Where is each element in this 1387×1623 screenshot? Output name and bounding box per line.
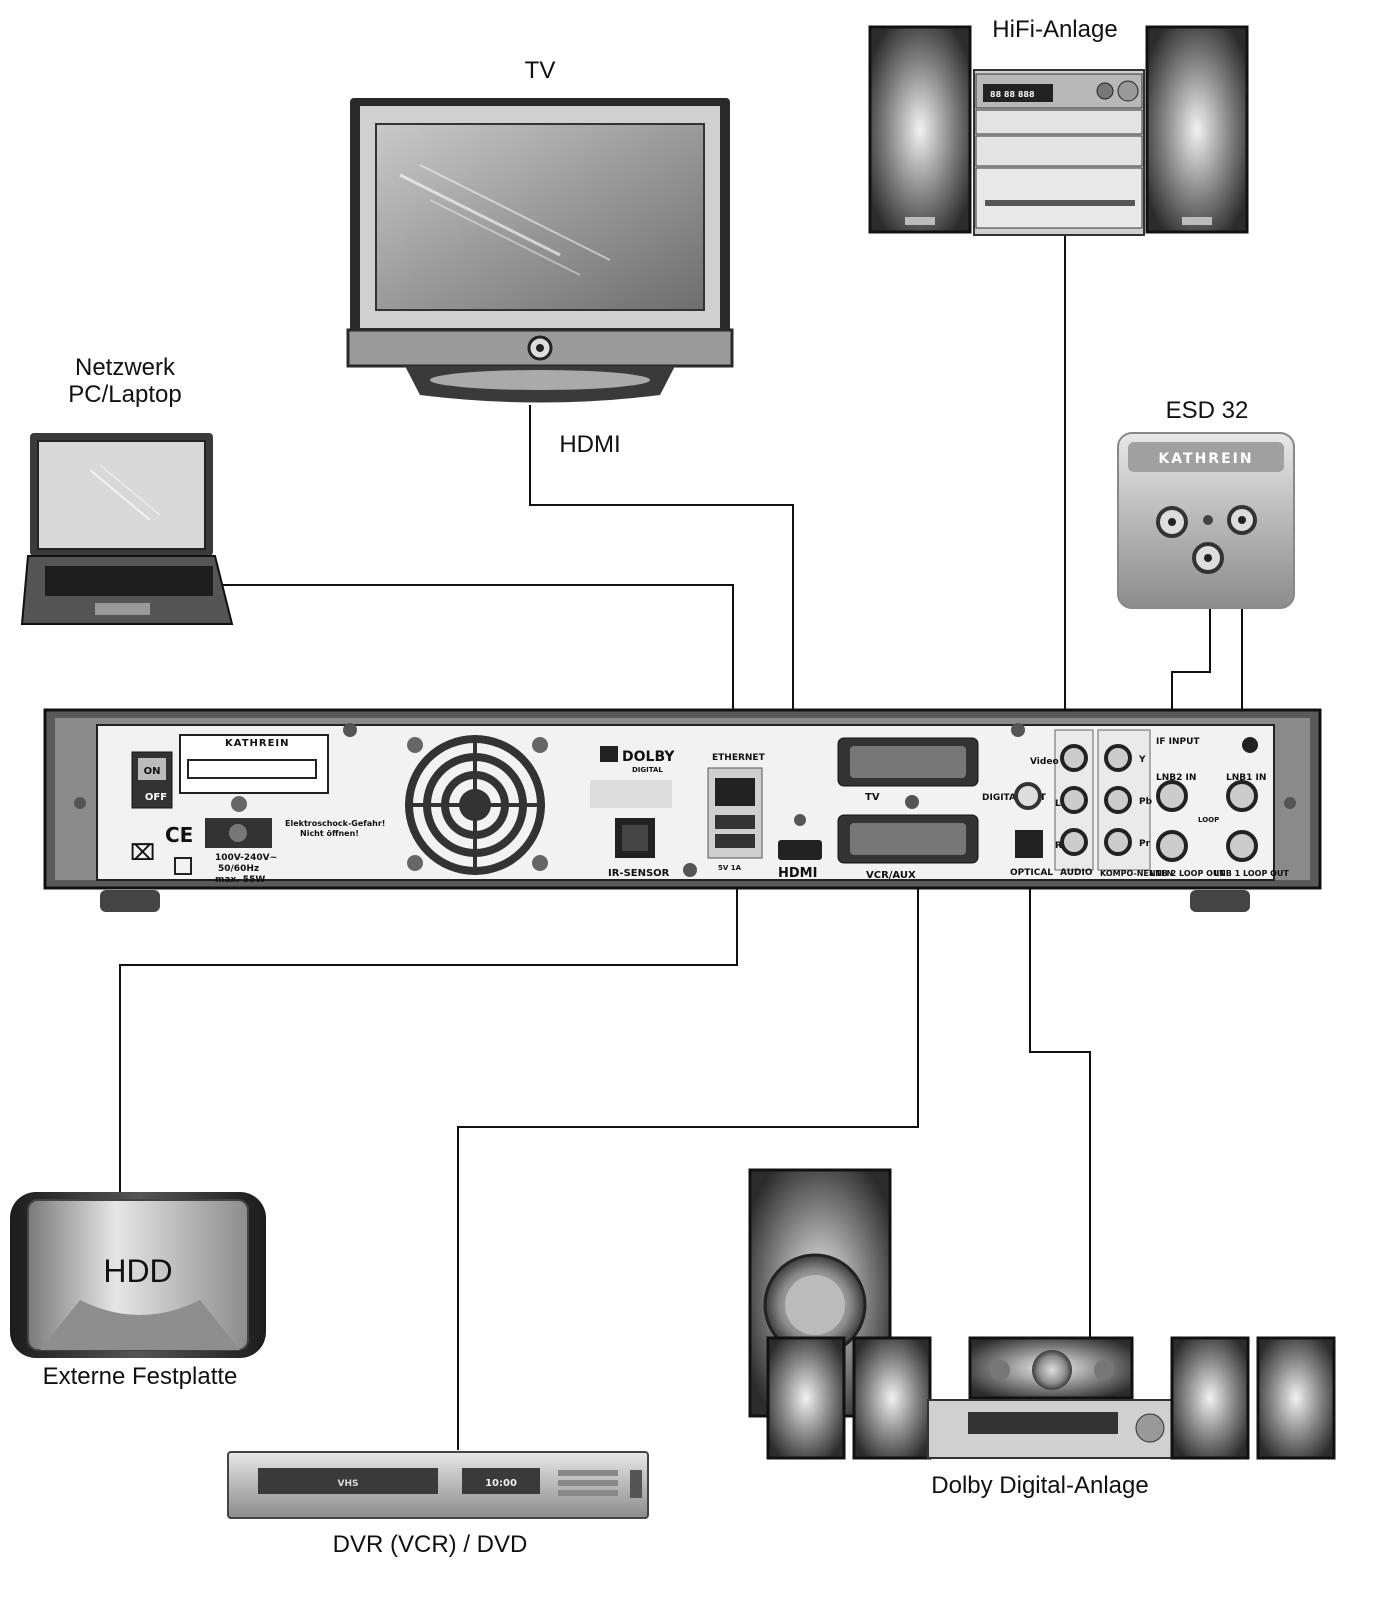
dvr-vcr-device: VHS 10:00 <box>227 1451 649 1519</box>
tv-device <box>346 98 734 403</box>
komponenten-label: KOMPO-NENTEN <box>1100 869 1173 878</box>
dolby-system-label: Dolby Digital-Anlage <box>931 1472 1148 1499</box>
hdd-caption: Externe Festplatte <box>43 1363 238 1390</box>
usb-spec: 5V 1A <box>718 864 742 872</box>
ce-mark: CE <box>165 823 193 847</box>
dvr-time: 10:00 <box>485 1478 517 1489</box>
cable-scart-vcr <box>457 880 919 1450</box>
lnb1-in-label: LNB1 IN <box>1226 773 1266 783</box>
ir-sensor-label: IR-SENSOR <box>608 868 670 879</box>
loop-label: LOOP <box>1198 816 1219 824</box>
esd-label: ESD 32 <box>1166 397 1249 424</box>
hdmi-label: HDMI <box>559 431 620 458</box>
ethernet-label: ETHERNET <box>712 753 766 763</box>
lnb2-in-label: LNB2 IN <box>1156 773 1196 783</box>
external-hdd: HDD <box>10 1192 266 1358</box>
hifi-system: 88 88 888 <box>868 25 1249 236</box>
scart-vcr-label: VCR/AUX <box>866 870 916 881</box>
comp-pr-label: Pr <box>1139 839 1151 849</box>
hifi-display-text: 88 88 888 <box>990 90 1035 99</box>
cable-hdmi <box>529 405 794 843</box>
network-label: Netzwerk <box>75 354 176 381</box>
dvr-screen-text: VHS <box>338 1479 359 1489</box>
receiver-brand: KATHREIN <box>225 738 290 749</box>
cable-usb-hdd <box>119 850 738 1195</box>
dolby-digital-system <box>748 1168 1336 1460</box>
warning-text-2: Nicht öffnen! <box>300 829 359 838</box>
hdmi-port-label: HDMI <box>778 866 817 881</box>
if-input-label: IF INPUT <box>1156 737 1200 747</box>
optical-label: OPTICAL <box>1010 868 1053 878</box>
tv-label: TV <box>525 57 556 84</box>
scart-tv-label: TV <box>865 792 880 803</box>
esd32-wall-socket: KATHREIN <box>1117 432 1295 609</box>
fan-grille <box>405 735 548 875</box>
lnb2-out-label: LNB 2 LOOP OUT <box>1150 869 1225 878</box>
audio-l-label: L <box>1055 799 1061 809</box>
dolby-digital-sub: DIGITAL <box>632 766 663 774</box>
network-label-2: PC/Laptop <box>68 381 181 408</box>
audio-label: AUDIO <box>1060 868 1093 878</box>
esd-brand: KATHREIN <box>1158 451 1253 467</box>
power-spec-2: 50/60Hz <box>218 864 259 874</box>
video-label: Video <box>1030 757 1059 767</box>
switch-on-label: ON <box>144 766 161 777</box>
power-spec-1: 100V-240V~ <box>215 853 277 863</box>
dvr-label: DVR (VCR) / DVD <box>333 1531 528 1558</box>
comp-y-label: Y <box>1138 755 1146 765</box>
power-spec-3: max. 55W <box>215 875 265 885</box>
audio-r-label: R <box>1055 841 1062 851</box>
laptop-device <box>20 433 234 625</box>
hifi-label: HiFi-Anlage <box>992 16 1117 43</box>
cable-optical <box>1029 800 1091 1340</box>
weee-icon: ⌧ <box>130 841 155 866</box>
hdd-label: HDD <box>103 1253 172 1289</box>
comp-pb-label: Pb <box>1139 797 1153 807</box>
switch-off-label: OFF <box>145 792 167 803</box>
receiver-rear-panel: ON OFF KATHREIN CE ⌧ 100V-240V~ 50/60Hz … <box>43 708 1322 912</box>
lnb1-out-label: LNB 1 LOOP OUT <box>1214 869 1289 878</box>
dolby-logo: DOLBY <box>622 749 675 765</box>
warning-text-1: Elektroschock-Gefahr! <box>285 819 385 828</box>
